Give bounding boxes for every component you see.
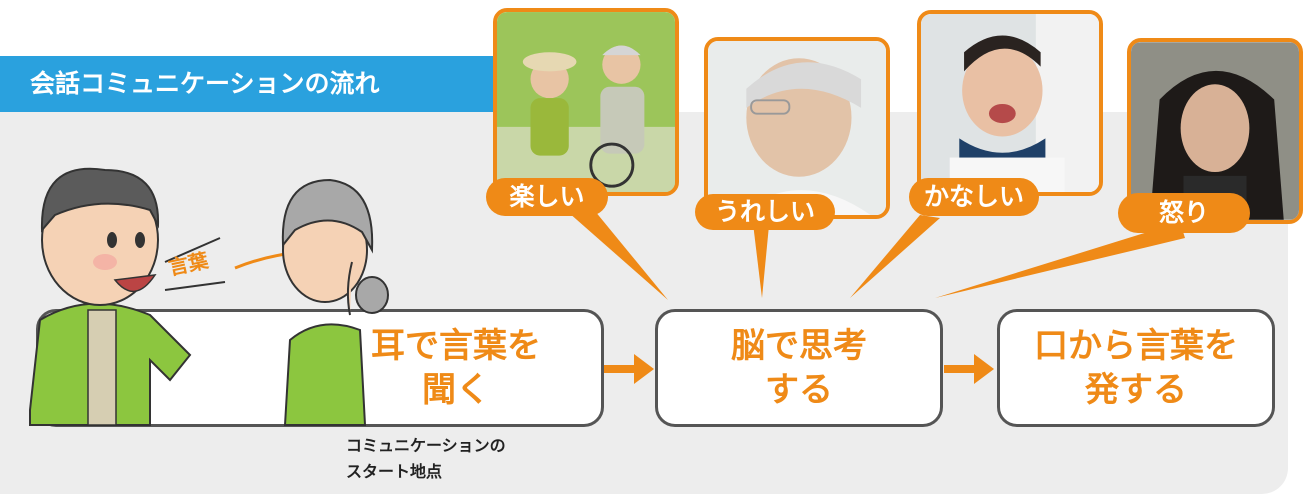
listener-woman-illustration bbox=[281, 178, 389, 426]
emotion-label-happy: 楽しい bbox=[486, 178, 608, 216]
photo-crying-child bbox=[917, 10, 1103, 196]
step-box-mouth: 口から言葉を 発する bbox=[997, 309, 1275, 427]
step-label-ear: 耳で言葉を 聞く bbox=[371, 325, 541, 410]
photo-happy-couple-cycling bbox=[493, 8, 679, 196]
callout-line-happy bbox=[560, 205, 668, 300]
step-box-brain: 脳で思考 する bbox=[655, 309, 943, 427]
emotion-label-sad: かなしい bbox=[909, 178, 1039, 216]
step-label-brain: 脳で思考 する bbox=[731, 325, 867, 410]
photo-smiling-elderly-man bbox=[704, 37, 890, 219]
conversation-illustration bbox=[29, 167, 389, 426]
callout-line-glad bbox=[752, 215, 770, 298]
callout-line-sad bbox=[850, 215, 940, 298]
callout-line-anger bbox=[935, 222, 1185, 298]
speaker-man-illustration bbox=[29, 167, 192, 426]
emotion-label-anger: 怒り bbox=[1118, 193, 1250, 233]
flow-arrow-1 bbox=[604, 354, 654, 384]
flow-arrow-2 bbox=[944, 354, 994, 384]
start-point-caption: コミュニケーションの スタート地点 bbox=[346, 436, 506, 481]
section-title: 会話コミュニケーションの流れ bbox=[0, 56, 520, 112]
emotion-label-glad: うれしい bbox=[695, 194, 835, 230]
step-label-mouth: 口から言葉を 発する bbox=[1034, 325, 1238, 410]
